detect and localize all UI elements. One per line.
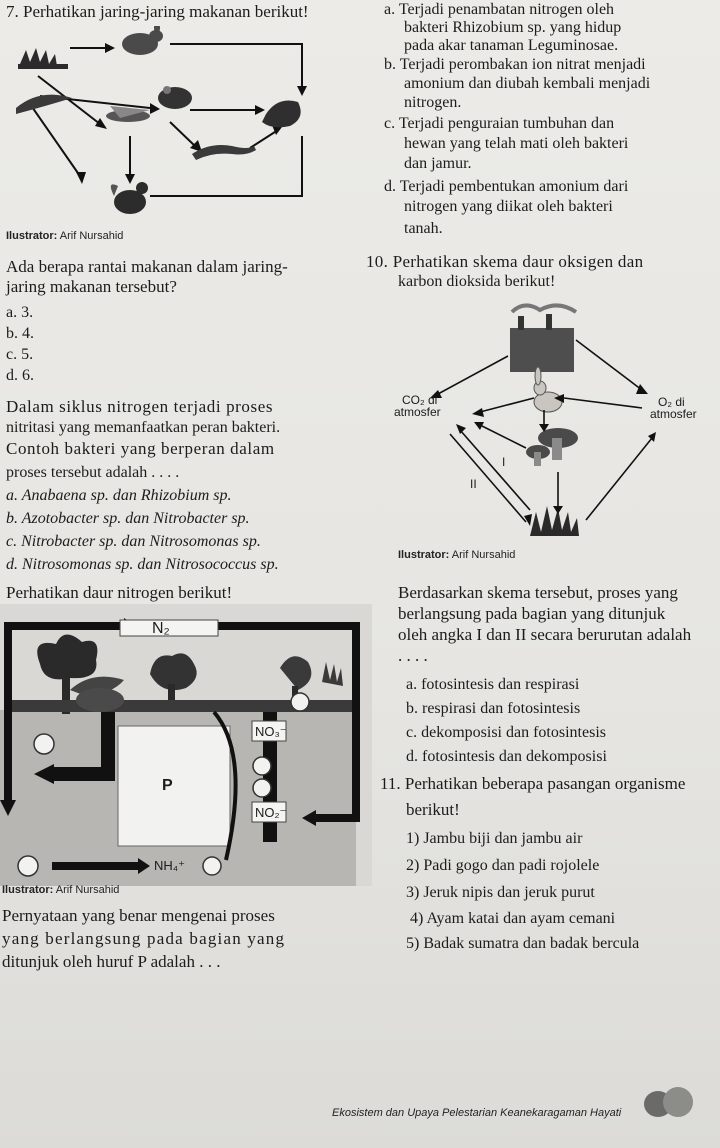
prev-option-a-line-2: bakteri Rhizobium sp. yang hidup xyxy=(404,19,622,36)
mark-i: I xyxy=(502,455,506,469)
insect-icon xyxy=(106,106,150,122)
rabbit-icon xyxy=(122,26,163,55)
q9-credit: Ilustrator: Arif Nursahid xyxy=(2,884,120,896)
q10-credit: Ilustrator: Arif Nursahid xyxy=(398,549,516,561)
q7-question-line-2: jaring makanan tersebut? xyxy=(6,277,177,296)
q8-option-d[interactable]: d. Nitrosomonas sp. dan Nitrosococcus sp… xyxy=(6,556,279,573)
q11-item-3: 3) Jeruk nipis dan jeruk purut xyxy=(406,884,595,901)
co2-label-line-2: atmosfer xyxy=(394,405,441,419)
q11-item-1: 1) Jambu biji dan jambu air xyxy=(406,830,583,847)
prev-option-d-line-3: tanah. xyxy=(404,220,443,237)
q9-question-line-1: Pernyataan yang benar mengenai proses xyxy=(2,906,275,925)
no2-label: NO₂⁻ xyxy=(255,805,287,820)
q10-option-a[interactable]: a. fotosintesis dan respirasi xyxy=(406,676,580,693)
footer-ornament-icon xyxy=(644,1087,693,1117)
q10-stem-line-1: 10. Perhatikan skema daur oksigen dan xyxy=(366,252,644,271)
q11-stem-line-1: 11. Perhatikan beberapa pasangan organis… xyxy=(380,774,686,793)
prev-option-c-line-2: hewan yang telah mati oleh bakteri xyxy=(404,135,629,152)
prev-option-c-line-3: dan jamur. xyxy=(404,155,472,172)
q8-option-c[interactable]: c. Nitrobacter sp. dan Nitrosomonas sp. xyxy=(6,533,261,550)
rabbit-icon xyxy=(533,366,563,413)
q7-stem: 7. Perhatikan jaring-jaring makanan beri… xyxy=(6,2,309,21)
q11-item-4: 4) Ayam katai dan ayam cemani xyxy=(410,910,616,927)
q11-stem-line-2: berikut! xyxy=(406,800,460,819)
q10-option-c[interactable]: c. dekomposisi dan fotosintesis xyxy=(406,724,606,741)
o2-label-line-2: atmosfer xyxy=(650,407,697,421)
q9-question-line-2: yang berlangsung pada bagian yang xyxy=(2,929,286,948)
factory-icon xyxy=(510,303,578,372)
q11-item-5: 5) Badak sumatra dan badak bercula xyxy=(406,935,640,952)
nh4-label: NH₄⁺ xyxy=(154,858,185,873)
oxygen-carbon-cycle-figure: CO₂ di atmosfer O₂ di atmosfer I II xyxy=(390,300,716,546)
mushroom-icon xyxy=(526,428,578,466)
co2-label-line-1: CO₂ di xyxy=(402,393,438,407)
q9-stem: Perhatikan daur nitrogen berikut! xyxy=(6,583,233,602)
q10-question-line-3: oleh angka I dan II secara berurutan ada… xyxy=(398,625,692,644)
prev-option-d-line-2: nitrogen yang diikat oleh bakteri xyxy=(404,198,613,215)
q9-question-line-3: ditunjuk oleh huruf P adalah . . . xyxy=(2,952,221,971)
q10-question-line-4: . . . . xyxy=(398,646,428,665)
p-label: P xyxy=(162,777,173,794)
q8-option-b[interactable]: b. Azotobacter sp. dan Nitrobacter sp. xyxy=(6,510,250,527)
snake-icon xyxy=(262,100,301,128)
prev-option-a-line-3: pada akar tanaman Leguminosae. xyxy=(404,37,619,54)
n2-label: N₂ xyxy=(152,620,170,637)
grass-icon xyxy=(18,48,68,69)
q11-item-2: 2) Padi gogo dan padi rojolele xyxy=(406,857,600,874)
food-web-figure xyxy=(16,26,307,214)
q10-option-b[interactable]: b. respirasi dan fotosintesis xyxy=(406,700,581,717)
q8-option-a[interactable]: a. Anabaena sp. dan Rhizobium sp. xyxy=(6,487,232,504)
q7-credit: Ilustrator: Arif Nursahid xyxy=(6,230,124,242)
q7-option-c[interactable]: c. 5. xyxy=(6,346,34,363)
q10-question-line-2: berlangsung pada bagian yang ditunjuk xyxy=(398,604,666,623)
q7-option-b[interactable]: b. 4. xyxy=(6,325,34,342)
mark-ii: II xyxy=(470,477,477,491)
q7-option-d[interactable]: d. 6. xyxy=(6,367,34,384)
q10-stem-line-2: karbon dioksida berikut! xyxy=(398,273,556,290)
page-footer-title: Ekosistem dan Upaya Pelestarian Keanekar… xyxy=(332,1107,622,1119)
no3-label: NO₃⁻ xyxy=(255,724,287,739)
bacteria-icon xyxy=(17,692,310,877)
plant-icon xyxy=(16,94,72,114)
grass-icon xyxy=(530,506,579,536)
prev-option-b-line-2: amonium dan diubah kembali menjadi xyxy=(404,75,651,92)
prev-option-b-line-1[interactable]: b. Terjadi perombakan ion nitrat menjadi xyxy=(384,56,646,73)
prev-option-b-line-3: nitrogen. xyxy=(404,94,462,111)
q7-question-line-1: Ada berapa rantai makanan dalam jaring- xyxy=(6,257,288,276)
q8-stem-line-1: Dalam siklus nitrogen terjadi proses xyxy=(6,397,274,416)
prev-option-c-line-1[interactable]: c. Terjadi penguraian tumbuhan dan xyxy=(384,115,615,132)
rooster-icon xyxy=(110,182,148,214)
frog-icon xyxy=(158,86,192,109)
prev-option-d-line-1[interactable]: d. Terjadi pembentukan amonium dari xyxy=(384,178,629,195)
q8-stem-line-4: proses tersebut adalah . . . . xyxy=(6,464,180,481)
prev-option-a-line-1[interactable]: a. Terjadi penambatan nitrogen oleh xyxy=(384,1,615,18)
nitrogen-cycle-figure: N₂ P NO₃⁻ NO₂⁻ NH₄⁺ xyxy=(0,604,372,886)
q10-option-d[interactable]: d. fotosintesis dan dekomposisi xyxy=(406,748,607,765)
lizard-icon xyxy=(192,145,256,160)
q10-question-line-1: Berdasarkan skema tersebut, proses yang xyxy=(398,583,678,602)
q8-stem-line-2: nitritasi yang memanfaatkan peran bakter… xyxy=(6,419,281,436)
q7-option-a[interactable]: a. 3. xyxy=(6,304,34,321)
o2-label-line-1: O₂ di xyxy=(658,395,685,409)
q8-stem-line-3: Contoh bakteri yang berperan dalam xyxy=(6,439,275,458)
